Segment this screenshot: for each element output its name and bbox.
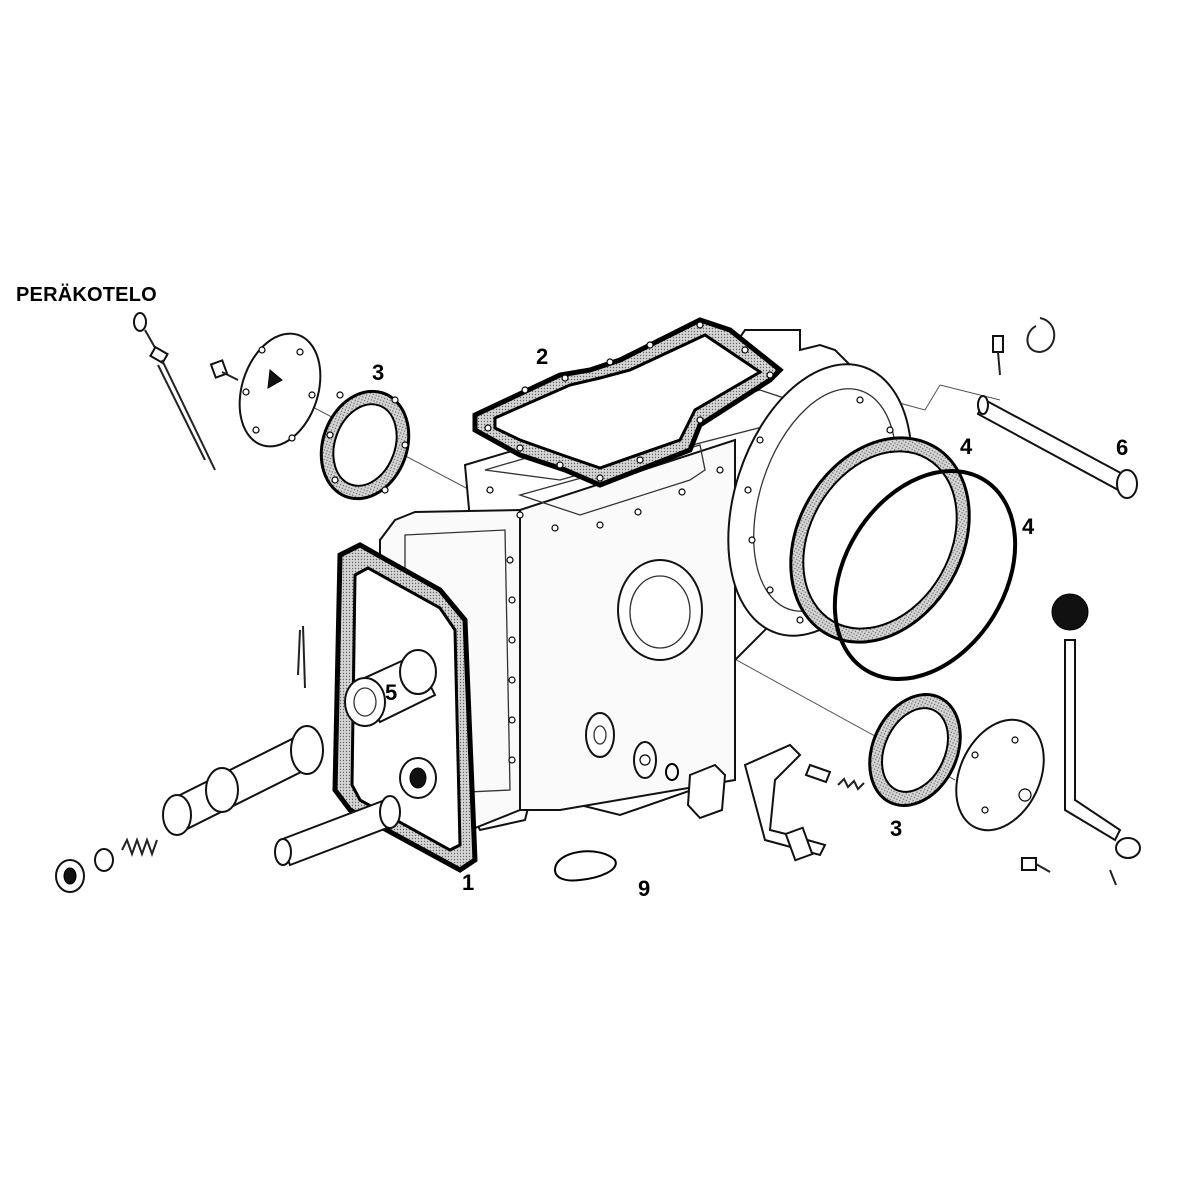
bushing [55, 859, 85, 893]
callout-4-gasket: 4 [960, 434, 973, 459]
bolt-lower-icon [1021, 857, 1051, 873]
small-cover [686, 763, 727, 820]
callout-3-lower: 3 [890, 816, 903, 841]
round-cover-plate-upper [238, 332, 322, 448]
circlip-icon [1026, 317, 1056, 354]
triangular-gasket [553, 850, 617, 882]
detent-spring [837, 777, 865, 791]
o-ring-small-icon [665, 763, 679, 781]
geared-shaft [162, 725, 324, 836]
shift-fork [743, 743, 827, 862]
cotter-pin-icon [297, 625, 306, 689]
callout-4-o-ring: 4 [1022, 514, 1035, 539]
callout-2: 2 [536, 344, 549, 369]
splined-sleeve [344, 649, 437, 727]
callout-5: 5 [385, 680, 398, 705]
callout-9: 9 [638, 876, 651, 901]
round-gasket-lower [868, 693, 962, 807]
shift-lever [1051, 593, 1141, 886]
top-cover-gasket [472, 317, 784, 488]
round-gasket-upper [319, 389, 411, 501]
long-shaft [976, 395, 1138, 499]
splined-pto-shaft [274, 795, 401, 867]
spring-cup [94, 848, 114, 872]
coil-spring [121, 837, 158, 857]
large-o-ring [832, 468, 1018, 682]
dipstick [133, 312, 216, 471]
callout-3-upper: 3 [372, 360, 385, 385]
bolt-icon [209, 359, 239, 381]
detent-plunger [804, 763, 832, 784]
small-flange-gasket [633, 741, 657, 779]
callout-6: 6 [1116, 435, 1129, 460]
oil-seal [399, 757, 437, 799]
page-title: PERÄKOTELO [16, 284, 157, 306]
lock-pin-icon [992, 335, 1004, 376]
callout-1: 1 [462, 870, 475, 895]
round-cover-plate-lower [955, 718, 1045, 832]
